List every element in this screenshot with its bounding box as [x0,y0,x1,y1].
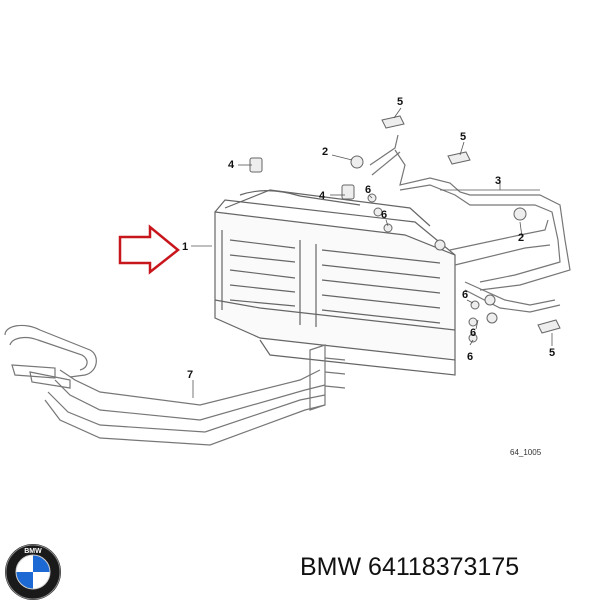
part-number-label: BMW 64118373175 [300,553,520,581]
fasteners [249,115,561,343]
callout-6e: 6 [467,351,473,363]
svg-text:BMW: BMW [24,548,42,555]
callout-6d: 6 [470,327,476,339]
callout-2a: 2 [322,146,328,158]
callout-4a: 4 [228,159,235,171]
callout-3: 3 [495,175,501,187]
callout-6a: 6 [365,184,371,196]
callout-2b: 2 [518,232,524,244]
bmw-logo-icon: BMW [5,544,61,600]
callout-1: 1 [182,241,188,253]
callout-7: 7 [187,369,193,381]
diagram-reference-code: 64_1005 [510,448,542,457]
hose-assembly [4,324,346,446]
callout-6c: 6 [462,289,468,301]
oil-cooler [214,189,456,376]
leader-lines [191,107,553,398]
callout-5b: 5 [460,131,466,143]
callout-5c: 5 [549,347,555,359]
callout-4b: 4 [319,190,326,202]
callout-5a: 5 [397,96,403,108]
highlight-arrow [118,224,180,275]
callout-6b: 6 [381,209,387,221]
